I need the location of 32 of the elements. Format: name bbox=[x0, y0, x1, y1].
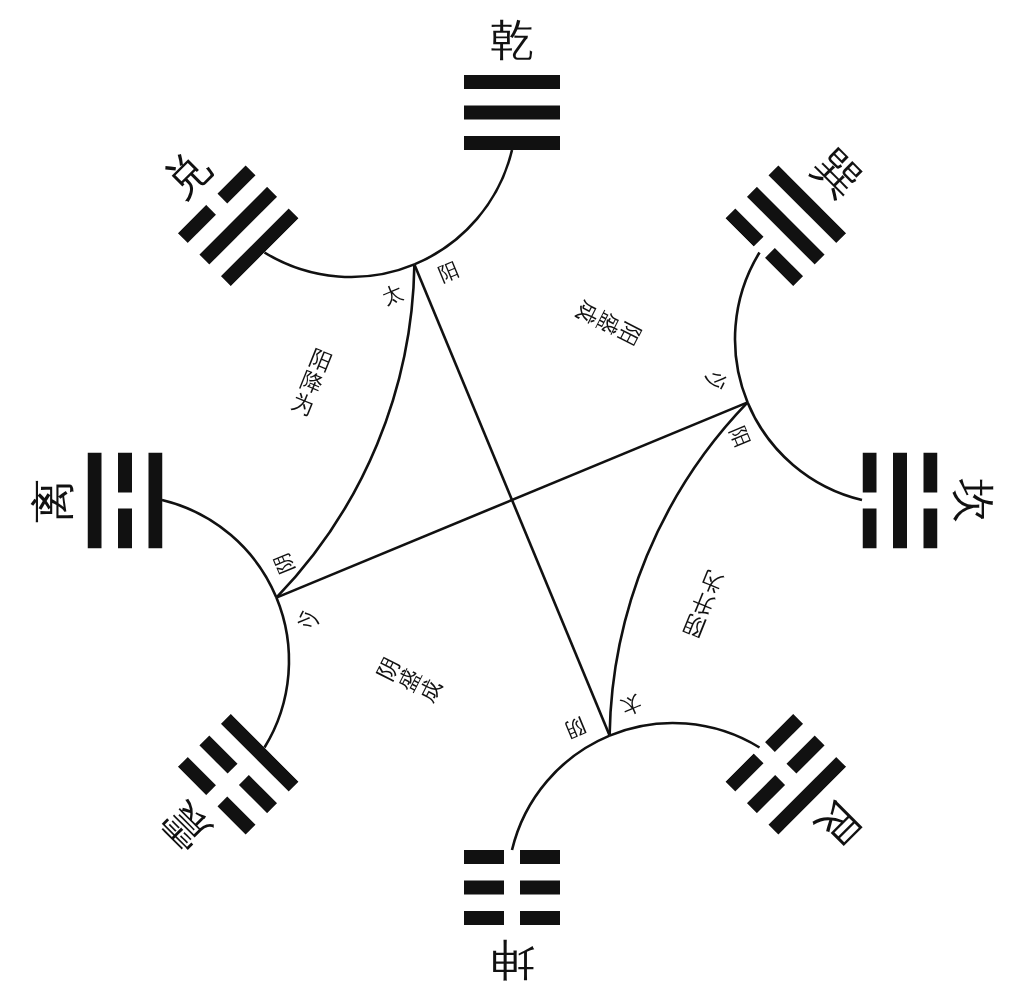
arc-line bbox=[161, 498, 278, 599]
arc-line bbox=[263, 597, 291, 749]
junction-label: 太 bbox=[379, 280, 407, 309]
junction-label: 阳 bbox=[726, 423, 755, 451]
trigram-name: 兑 bbox=[153, 141, 220, 208]
connector-line bbox=[275, 401, 749, 599]
arc-line bbox=[733, 251, 761, 403]
edge-label: 阴升为 bbox=[679, 565, 727, 641]
trigram-name: 震 bbox=[153, 792, 220, 859]
connector-line bbox=[413, 263, 611, 737]
arc-line bbox=[510, 734, 611, 851]
arc-line bbox=[275, 264, 416, 599]
junction-label: 少 bbox=[703, 367, 732, 395]
trigram-name: 离 bbox=[27, 478, 77, 522]
arc-line bbox=[609, 721, 761, 749]
arc-line bbox=[746, 401, 863, 502]
junction-label: 阳 bbox=[435, 257, 463, 286]
arc-line bbox=[413, 149, 514, 266]
junction-label: 阴 bbox=[269, 549, 298, 577]
junction-label: 少 bbox=[292, 605, 321, 632]
junction-label: 太 bbox=[617, 691, 644, 720]
arc-line bbox=[608, 401, 749, 736]
edge-label: 阳降为 bbox=[288, 345, 336, 421]
annotation-text: 阳盛成 bbox=[570, 296, 646, 350]
trigram-name: 艮 bbox=[804, 792, 871, 859]
trigram-name: 乾 bbox=[490, 15, 534, 65]
trigram-name: 坎 bbox=[947, 478, 997, 522]
trigram-name: 巽 bbox=[804, 141, 871, 208]
trigram-name: 坤 bbox=[490, 935, 534, 985]
junction-label: 阴 bbox=[561, 714, 589, 743]
arc-line bbox=[263, 251, 415, 279]
annotation-text: 阴盛成 bbox=[372, 653, 448, 707]
